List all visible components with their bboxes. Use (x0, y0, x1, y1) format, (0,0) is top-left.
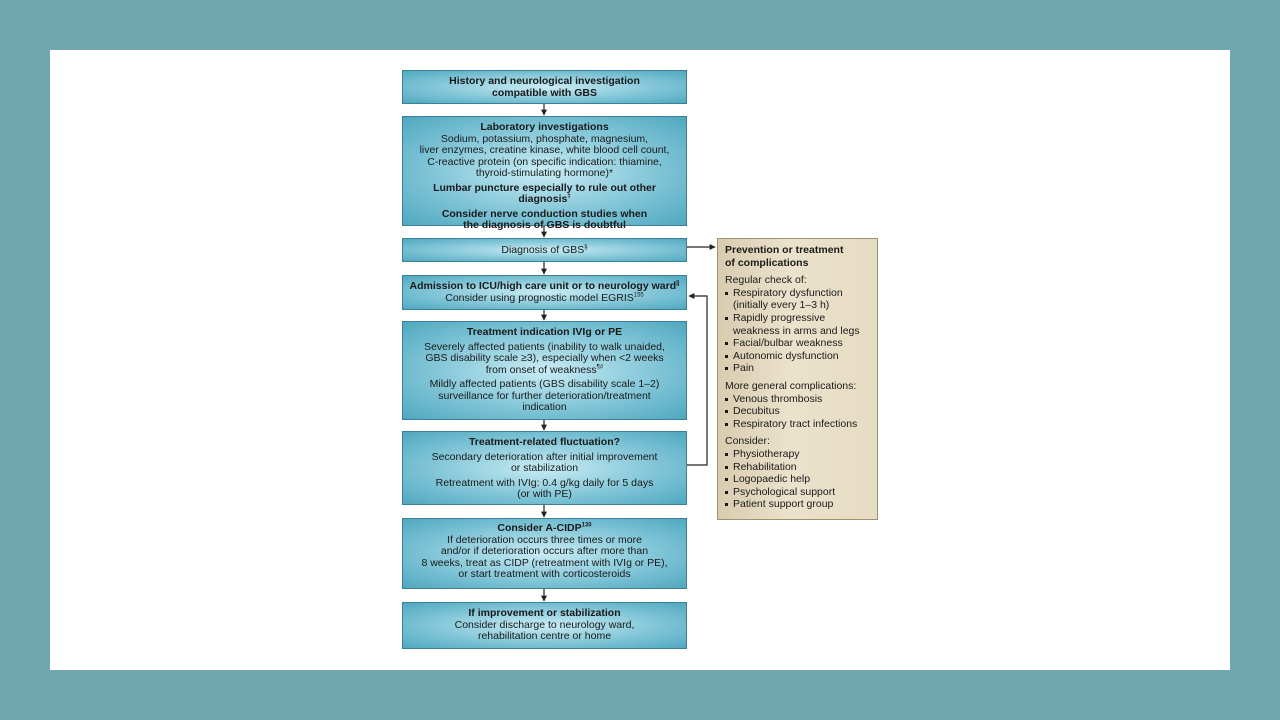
lab-line: thyroid-stimulating hormone)* (475, 167, 614, 179)
complications-title-line2: of complications (725, 256, 809, 269)
admission-box: Admission to ICU/high care unit or to ne… (402, 275, 687, 310)
egris-footnote: 155 (633, 292, 644, 298)
severe-footnote: ¶# (596, 364, 604, 370)
list-item: Pain (725, 362, 871, 375)
treatment-indication-title: Treatment indication IVIg or PE (466, 326, 623, 338)
list-item: Rehabilitation (725, 461, 871, 474)
loop-back-arrow (687, 293, 708, 466)
list-item: Autonomic dysfunction (725, 350, 871, 363)
mild-line: surveillance for further deterioration/t… (438, 389, 651, 402)
retreatment-line: Retreatment with IVIg: 0.4 g/kg daily fo… (435, 476, 654, 489)
admission-title: Admission to ICU/high care unit or to ne… (408, 280, 681, 293)
improvement-line: Consider discharge to neurology ward, (454, 618, 635, 631)
lumbar-label: Lumbar puncture especially to rule out o… (433, 181, 656, 205)
mild-line: Mildly affected patients (GBS disability… (429, 378, 660, 390)
history-title-line2: compatible with GBS (491, 86, 597, 99)
lab-line: liver enzymes, creatine kinase, white bl… (419, 144, 670, 156)
a-cidp-line: or start treatment with corticosteroids (458, 568, 631, 580)
ncs-line1: Consider nerve conduction studies when (441, 207, 648, 220)
severe-line-last: from onset of weakness¶# (408, 363, 681, 377)
consider-label: Consider: (725, 435, 770, 448)
connector-arrows (541, 104, 716, 602)
egris-text: Consider using prognostic model EGRIS155 (408, 291, 681, 305)
complications-box: Prevention or treatment of complications… (717, 238, 878, 520)
mild-line: indication (522, 401, 567, 413)
a-cidp-line: If deterioration occurs three times or m… (447, 533, 642, 546)
lab-investigations-box: Laboratory investigations Sodium, potass… (402, 116, 687, 231)
a-cidp-line: and/or if deterioration occurs after mor… (440, 545, 649, 557)
list-item: Respiratory tract infections (725, 418, 871, 431)
a-cidp-title: Consider A-CIDP130 (408, 522, 681, 535)
admission-footnote: || (676, 280, 680, 287)
severe-last-label: from onset of weakness (485, 363, 597, 376)
general-complications-list: Venous thrombosis Decubitus Respiratory … (725, 393, 871, 431)
fluctuation-line: Secondary deterioration after initial im… (431, 450, 658, 463)
list-item: Physiotherapy (725, 448, 871, 461)
list-item: Venous thrombosis (725, 393, 871, 406)
fluctuation-line: or stabilization (510, 462, 579, 474)
history-title-line1: History and neurological investigation (449, 75, 640, 87)
general-complications-label: More general complications: (725, 379, 857, 392)
egris-label: Consider using prognostic model EGRIS (445, 291, 634, 304)
lab-line: C-reactive protein (on specific indicati… (427, 155, 662, 168)
lab-title: Laboratory investigations (480, 121, 609, 133)
fluctuation-title: Treatment-related fluctuation? (468, 436, 621, 448)
treatment-indication-box: Treatment indication IVIg or PE Severely… (402, 321, 687, 420)
improvement-title: If improvement or stabilization (468, 607, 621, 619)
history-box: History and neurological investigation c… (402, 70, 687, 104)
list-item: Facial/bulbar weakness (725, 337, 871, 350)
retreatment-line: (or with PE) (517, 488, 572, 500)
severe-line: Severely affected patients (inability to… (424, 340, 665, 353)
regular-check-list: Respiratory dysfunction(initially every … (725, 287, 871, 375)
list-item: Psychological support (725, 486, 871, 499)
lab-line: Sodium, potassium, phosphate, magnesium, (440, 132, 649, 145)
lumbar-footnote: ‡ (567, 193, 571, 200)
lumbar-puncture-text: Lumbar puncture especially to rule out o… (408, 181, 681, 206)
consider-list: Physiotherapy Rehabilitation Logopaedic … (725, 448, 871, 511)
complications-title-line1: Prevention or treatment (725, 244, 844, 256)
diagnosis-footnote: § (584, 244, 588, 251)
admission-label: Admission to ICU/high care unit or to ne… (409, 280, 677, 292)
list-item: Decubitus (725, 405, 871, 418)
a-cidp-line: 8 weeks, treat as CIDP (retreatment with… (421, 556, 668, 569)
fluctuation-box: Treatment-related fluctuation? Secondary… (402, 431, 687, 505)
list-item: Respiratory dysfunction(initially every … (725, 287, 871, 312)
improvement-box: If improvement or stabilization Consider… (402, 602, 687, 649)
slide: History and neurological investigation c… (50, 50, 1230, 670)
improvement-line: rehabilitation centre or home (477, 630, 612, 642)
regular-check-label: Regular check of: (725, 274, 807, 287)
severe-line: GBS disability scale ≥3), especially whe… (425, 352, 664, 364)
list-item: Patient support group (725, 498, 871, 511)
a-cidp-footnote: 130 (581, 522, 592, 529)
a-cidp-label: Consider A-CIDP (497, 522, 582, 534)
a-cidp-box: Consider A-CIDP130 If deterioration occu… (402, 518, 687, 589)
diagnosis-box: Diagnosis of GBS§ (402, 238, 687, 262)
diagnosis-label: Diagnosis of GBS (501, 244, 585, 256)
diagnosis-text: Diagnosis of GBS§ (408, 244, 681, 257)
ncs-line2: the diagnosis of GBS is doubtful (463, 219, 626, 231)
list-item: Logopaedic help (725, 473, 871, 486)
